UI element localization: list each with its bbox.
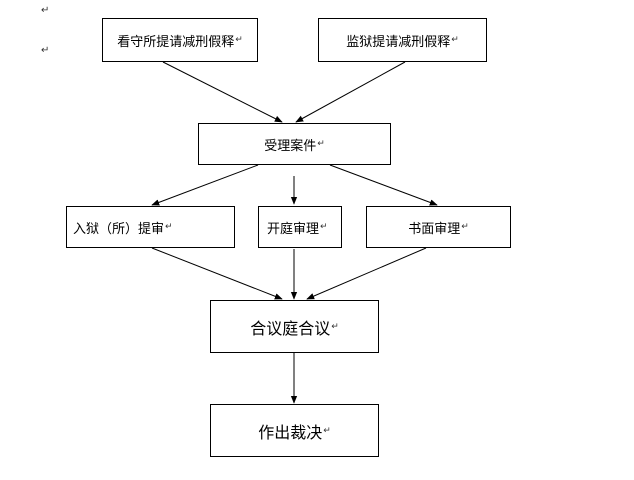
return-mark: ↵ (461, 222, 469, 232)
node-label: 看守所提请减刑假释 (117, 34, 235, 50)
paragraph-mark-1: ↵ (41, 5, 50, 16)
arrow-detention-to-accept (162, 61, 283, 123)
return-mark: ↵ (451, 35, 459, 45)
arrow-remote-to-panel (151, 247, 283, 300)
node-remote-hearing: 入狱（所）提审↵ (66, 206, 235, 248)
paragraph-mark-2: ↵ (41, 45, 50, 56)
node-detention-center: 看守所提请减刑假释↵ (102, 18, 258, 62)
return-mark: ↵ (320, 222, 328, 232)
node-label: 受理案件 (264, 138, 317, 154)
return-mark: ↵ (323, 425, 331, 436)
node-label: 入狱（所）提审 (73, 221, 165, 237)
arrow-accept-to-written (329, 164, 438, 206)
arrow-written-to-panel (306, 247, 427, 300)
return-mark: ↵ (235, 35, 243, 45)
arrow-accept-to-remote (151, 164, 259, 206)
node-label: 作出裁决 (258, 422, 323, 442)
node-collegial-panel: 合议庭合议↵ (210, 300, 379, 353)
node-ruling: 作出裁决↵ (210, 404, 379, 457)
return-mark: ↵ (165, 222, 173, 232)
arrow-prison-to-accept (295, 61, 406, 123)
node-accept-case: 受理案件↵ (198, 123, 391, 165)
node-prison: 监狱提请减刑假释↵ (318, 18, 487, 62)
node-label: 书面审理 (408, 221, 461, 237)
node-label: 合议庭合议 (250, 318, 331, 338)
return-mark: ↵ (331, 321, 339, 332)
node-written-review: 书面审理↵ (366, 206, 511, 248)
node-court-hearing: 开庭审理↵ (258, 206, 342, 248)
return-mark: ↵ (317, 139, 325, 149)
node-label: 监狱提请减刑假释 (346, 34, 451, 50)
node-label: 开庭审理 (267, 221, 320, 237)
